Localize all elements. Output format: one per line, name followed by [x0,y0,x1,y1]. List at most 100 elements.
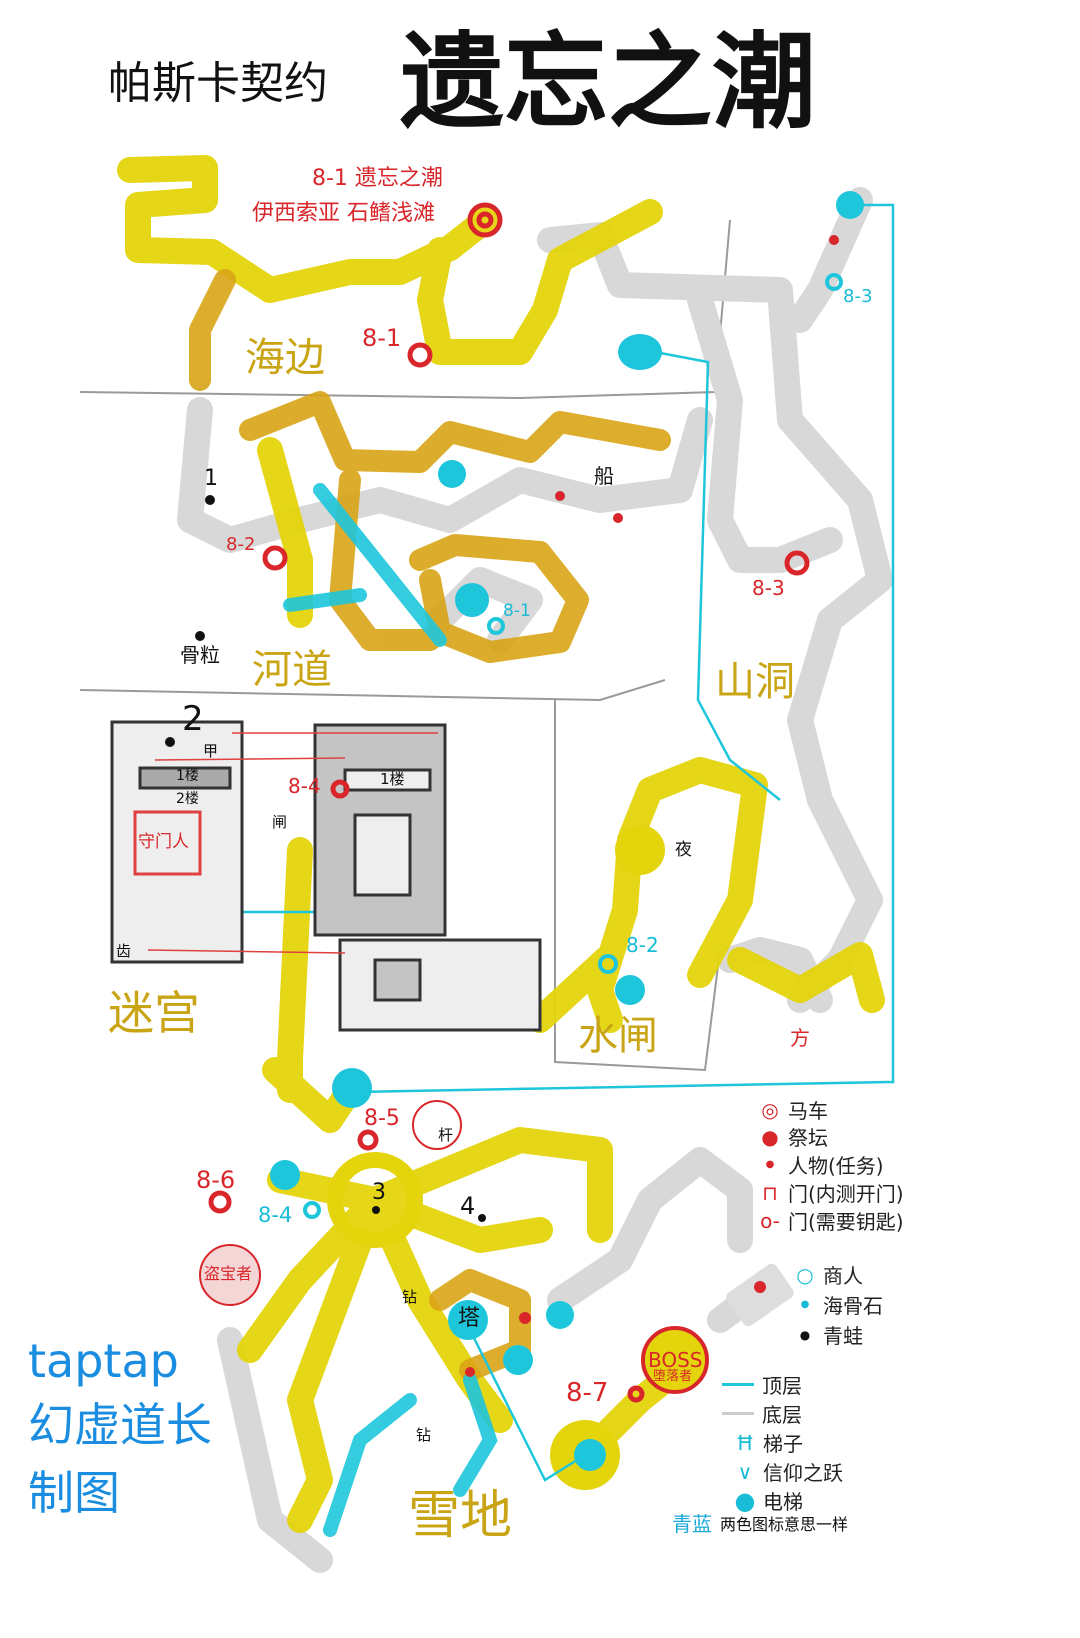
legend-label: 人物(任务) [788,1154,884,1178]
legend-item-npc: ● 人物(任务) [760,1150,884,1179]
altar-8-3[interactable]: 8-3 [752,576,785,600]
maze [110,720,542,1032]
key-links [147,732,438,954]
frog-icon: ● [799,1327,811,1342]
legend-item-sea-bone: ● 海骨石 [795,1290,883,1319]
boss-marker [641,1326,709,1394]
altar-icon: ● [761,1124,779,1149]
boss-label[interactable]: BOSS [648,1348,703,1372]
top-layer-line-icon [722,1383,754,1386]
floor2-label: 2楼 [176,791,199,807]
boat-label: 船 [594,464,614,488]
frog-dots [165,495,486,1222]
merchant-8-4[interactable]: 8-4 [258,1203,293,1227]
legend-item-carriage: ◎ 马车 [760,1095,828,1124]
legend-note: 两色图标意思一样 [720,1515,849,1534]
legend-item-altar: ● 祭坛 [760,1122,828,1151]
legend-label: 青蛙 [823,1324,863,1348]
square-label: 方 [790,1026,810,1050]
merchant-8-3[interactable]: 8-3 [843,286,873,307]
merchant-8-2[interactable]: 8-2 [626,933,659,957]
altar-8-7[interactable]: 8-7 [566,1378,609,1408]
sea-bone-icon: ● [800,1299,810,1310]
bone-label: 骨粒 [180,643,220,667]
elevator-icon: ● [734,1486,756,1515]
region-cave: 山洞 [715,659,795,705]
legend-item-leap: ∨ 信仰之跃 [735,1457,843,1486]
legend-label: 海骨石 [823,1294,883,1318]
thief-label[interactable]: 盗宝者 [204,1264,253,1283]
door-icon: ⊓ [762,1180,778,1205]
legend-item-key-door: o- 门(需要钥匙) [760,1206,904,1235]
leap-of-faith-icon: ∨ [737,1459,753,1484]
night-label: 夜 [675,840,692,860]
carriage-note-line1: 8-1 遗忘之潮 [312,166,443,191]
legend-label: 商人 [823,1264,863,1288]
frog-3: 3 [372,1180,386,1205]
merchants [303,273,843,1219]
thief-marker [199,1244,261,1306]
credit-site: taptap [28,1334,179,1388]
altar-8-1[interactable]: 8-1 [362,324,402,352]
carriage-icon: ◎ [761,1097,779,1122]
legend-label: 马车 [788,1099,828,1123]
altar-8-4[interactable]: 8-4 [288,774,321,798]
quest-npcs [465,235,839,1377]
explored-paths [117,155,885,1533]
boss-name: 堕落者 [653,1369,693,1384]
legend-item-top-layer: 顶层 [722,1370,802,1399]
region-sluice: 水闸 [578,1013,658,1059]
merchant-icon: ○ [796,1262,814,1287]
legend-item-bottom-layer: 底层 [722,1399,802,1428]
legend-label: 信仰之跃 [763,1461,843,1485]
legend-label: 祭坛 [788,1126,828,1150]
plaza-ring [327,1152,423,1248]
bottom-layer-line-icon [722,1412,754,1415]
drill-label-2: 钻 [416,1426,432,1444]
altar-8-2[interactable]: 8-2 [226,534,256,555]
gate-label: 闸 [272,813,288,831]
legend-label: 梯子 [763,1432,803,1456]
legend-label: 顶层 [762,1374,802,1398]
top-layer-thick [283,483,498,1537]
region-maze: 迷宫 [108,986,200,1040]
legend-label: 门(需要钥匙) [788,1210,904,1234]
region-river: 河道 [252,647,332,693]
legend-label: 底层 [762,1403,802,1427]
frog-2: 2 [182,699,204,739]
merchant-8-1[interactable]: 8-1 [503,601,531,621]
region-seaside: 海边 [245,335,325,381]
armor-label: 甲 [203,742,219,760]
altars [208,202,810,1403]
region-dividers [79,219,731,1072]
legend-note-colors: 青蓝 [672,1512,712,1536]
level-title: 遗忘之潮 [400,21,817,143]
drill-label-1: 钻 [402,1288,418,1306]
ladder-icon: Ħ [735,1430,755,1455]
altar-8-5[interactable]: 8-5 [364,1106,400,1131]
legend-item-frog: ● 青蛙 [795,1320,863,1349]
altar-8-6[interactable]: 8-6 [196,1166,236,1194]
elevators [270,191,864,1471]
credit-made: 制图 [28,1466,120,1520]
tower-label: 塔 [458,1306,481,1331]
floor1-label-a: 1楼 [176,768,199,784]
game-title: 帕斯卡契约 [108,58,328,109]
gatekeeper-label: 守门人 [138,832,189,852]
floor1-label-b: 1楼 [380,770,405,788]
key-door-icon: o- [760,1208,780,1233]
frog-4: 4 [460,1192,476,1220]
region-snow: 雪地 [408,1486,513,1546]
carriage-note-line2: 伊西索亚 石鳍浅滩 [252,201,435,226]
legend-item-door: ⊓ 门(内测开门) [760,1178,904,1207]
npc-dot-icon: ● [765,1159,775,1170]
legend-label: 门(内测开门) [788,1182,904,1206]
legend-label: 电梯 [763,1490,803,1514]
legend-item-merchant: ○ 商人 [795,1260,863,1289]
credit-author: 幻虚道长 [28,1398,212,1452]
frog-1: 1 [204,466,218,491]
gear-label: 齿 [116,942,132,960]
legend-item-ladder: Ħ 梯子 [735,1428,803,1457]
orange-paths [189,269,671,1381]
